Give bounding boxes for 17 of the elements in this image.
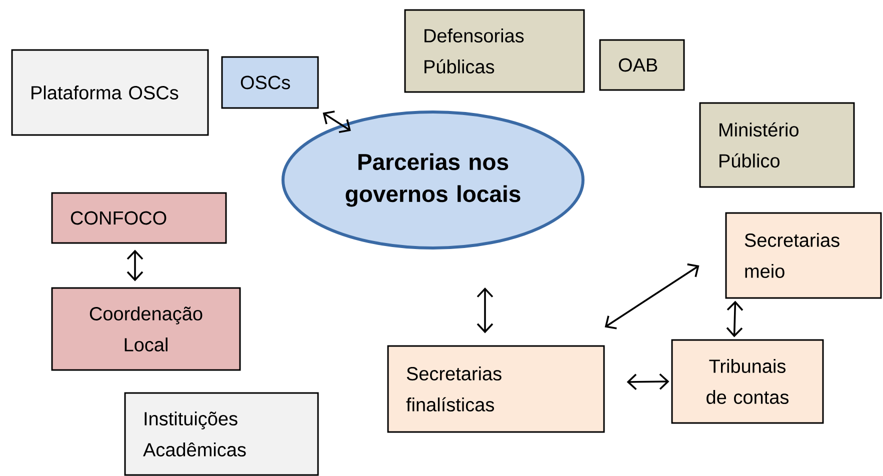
double-arrow — [726, 300, 744, 338]
double-arrow — [126, 250, 144, 282]
double-arrow — [476, 288, 494, 334]
entity-box: Secretarias meio — [725, 212, 882, 299]
entity-box: Plataforma OSCs — [11, 49, 209, 136]
entity-box: CONFOCO — [51, 192, 227, 244]
entity-box: Instituições Acadêmicas — [124, 392, 319, 476]
entity-box: OSCs — [221, 56, 319, 109]
double-arrow — [604, 263, 700, 330]
entity-box: Coordenação Local — [51, 287, 241, 371]
entity-box: Defensorias Públicas — [404, 9, 585, 93]
entity-box: Tribunais de contas — [671, 339, 824, 424]
entity-box: OAB — [599, 39, 685, 91]
entity-box: Ministério Público — [699, 102, 855, 188]
double-arrow — [626, 373, 670, 390]
double-arrow — [322, 110, 351, 133]
entity-box: Secretarias finalísticas — [387, 345, 605, 433]
